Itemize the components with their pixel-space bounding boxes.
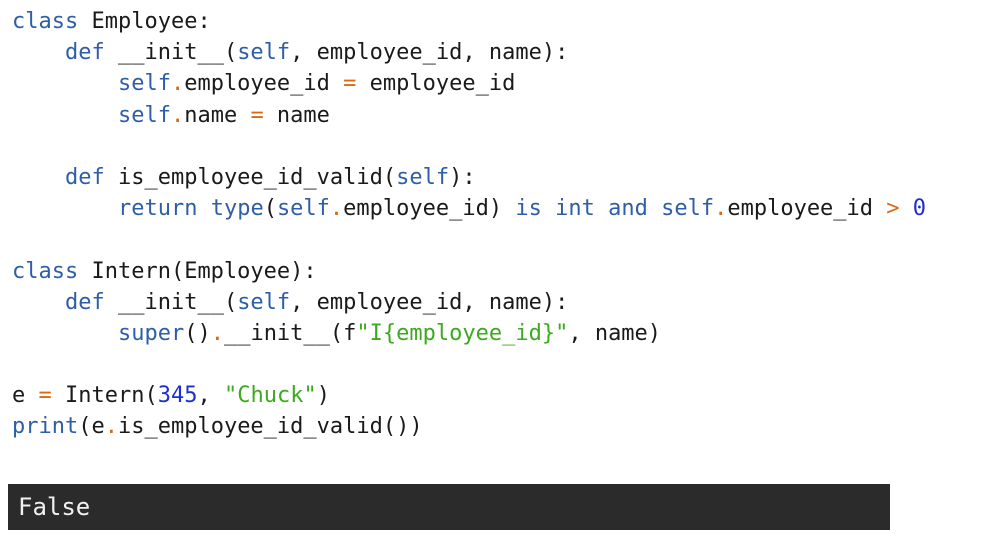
code-text: [12, 196, 118, 221]
code-text: [12, 321, 118, 346]
code-text: , employee_id, name):: [290, 40, 569, 66]
code-text: , name): [568, 320, 662, 346]
code-operator: .: [104, 414, 118, 440]
code-operator: >: [886, 196, 900, 222]
code-line: class Intern(Employee):: [12, 256, 988, 287]
code-keyword: and: [608, 196, 648, 222]
code-line: print(e.is_employee_id_valid()): [12, 411, 988, 442]
code-keyword: def: [64, 40, 105, 66]
code-keyword: self: [237, 289, 291, 315]
code-line: [12, 131, 988, 162]
code-text: (): [184, 320, 211, 346]
code-text: ):: [449, 164, 476, 190]
code-text: [12, 71, 118, 96]
code-text: [12, 165, 65, 190]
code-line: class Employee:: [12, 6, 988, 37]
output-panel: False: [8, 484, 890, 530]
code-keyword: class: [12, 258, 79, 284]
output-text: False: [18, 493, 91, 521]
code-text: [12, 290, 65, 315]
code-text: [648, 196, 661, 221]
code-text: [595, 196, 608, 221]
code-keyword: class: [12, 9, 79, 34]
code-keyword: self: [276, 196, 330, 222]
code-text: Employee:: [78, 9, 211, 34]
code-line: [12, 224, 988, 255]
code-line: def __init__(self, employee_id, name):: [12, 37, 988, 68]
code-text: [542, 196, 555, 221]
code-operator: =: [38, 383, 52, 409]
code-text: [12, 103, 118, 128]
code-text: employee_id: [727, 196, 887, 222]
code-keyword: is: [515, 196, 542, 222]
code-line: def __init__(self, employee_id, name):: [12, 287, 988, 318]
code-keyword: int: [555, 196, 595, 222]
code-text: [12, 40, 65, 65]
code-keyword: print: [12, 414, 79, 440]
code-line: super().__init__(f"I{employee_id}", name…: [12, 318, 988, 349]
code-text: [197, 196, 210, 221]
code-operator: .: [714, 196, 728, 222]
code-text: employee_id: [184, 71, 344, 97]
code-string: "Chuck": [223, 383, 317, 409]
code-keyword: def: [64, 164, 105, 190]
code-text: employee_id): [343, 196, 516, 222]
code-keyword: self: [237, 40, 291, 66]
code-string: "I{employee_id}": [356, 320, 569, 346]
code-text: employee_id: [356, 71, 516, 97]
code-keyword: super: [117, 320, 185, 346]
code-keyword: def: [64, 289, 105, 315]
code-number: 0: [912, 196, 927, 222]
code-text: ,: [197, 383, 224, 409]
code-text: , employee_id, name):: [290, 289, 569, 315]
code-text: (: [263, 196, 277, 222]
code-operator: =: [250, 102, 264, 128]
code-keyword: return: [117, 196, 198, 222]
code-keyword: self: [396, 164, 450, 190]
code-line: return type(self.employee_id) is int and…: [12, 193, 988, 224]
code-text: is_employee_id_valid()): [117, 414, 423, 440]
code-text: (e: [78, 414, 105, 440]
code-line: self.employee_id = employee_id: [12, 68, 988, 99]
code-keyword: self: [117, 102, 171, 128]
code-number: 345: [157, 383, 198, 409]
code-text: Intern(: [51, 383, 158, 409]
code-text: Intern(Employee):: [78, 258, 317, 284]
code-text: __init__(: [104, 40, 238, 66]
code-block: class Employee: def __init__(self, emplo…: [12, 6, 988, 443]
code-line: self.name = name: [12, 100, 988, 131]
code-text: name: [184, 102, 251, 128]
code-keyword: type: [210, 196, 264, 222]
code-operator: .: [210, 320, 224, 346]
code-operator: .: [170, 102, 185, 128]
code-operator: =: [343, 71, 357, 97]
code-text: __init__(: [104, 289, 238, 315]
code-text: ): [316, 383, 330, 409]
code-line: [12, 349, 988, 380]
code-keyword: self: [117, 71, 171, 97]
code-line: def is_employee_id_valid(self):: [12, 162, 988, 193]
code-keyword: self: [661, 196, 715, 222]
code-text: is_employee_id_valid(: [104, 164, 397, 190]
code-line: e = Intern(345, "Chuck"): [12, 380, 988, 411]
code-operator: .: [329, 196, 344, 222]
code-text: e: [12, 383, 39, 409]
code-text: name: [263, 102, 330, 128]
code-text: __init__(f: [223, 320, 357, 346]
code-text: [900, 196, 913, 221]
code-operator: .: [170, 71, 185, 97]
